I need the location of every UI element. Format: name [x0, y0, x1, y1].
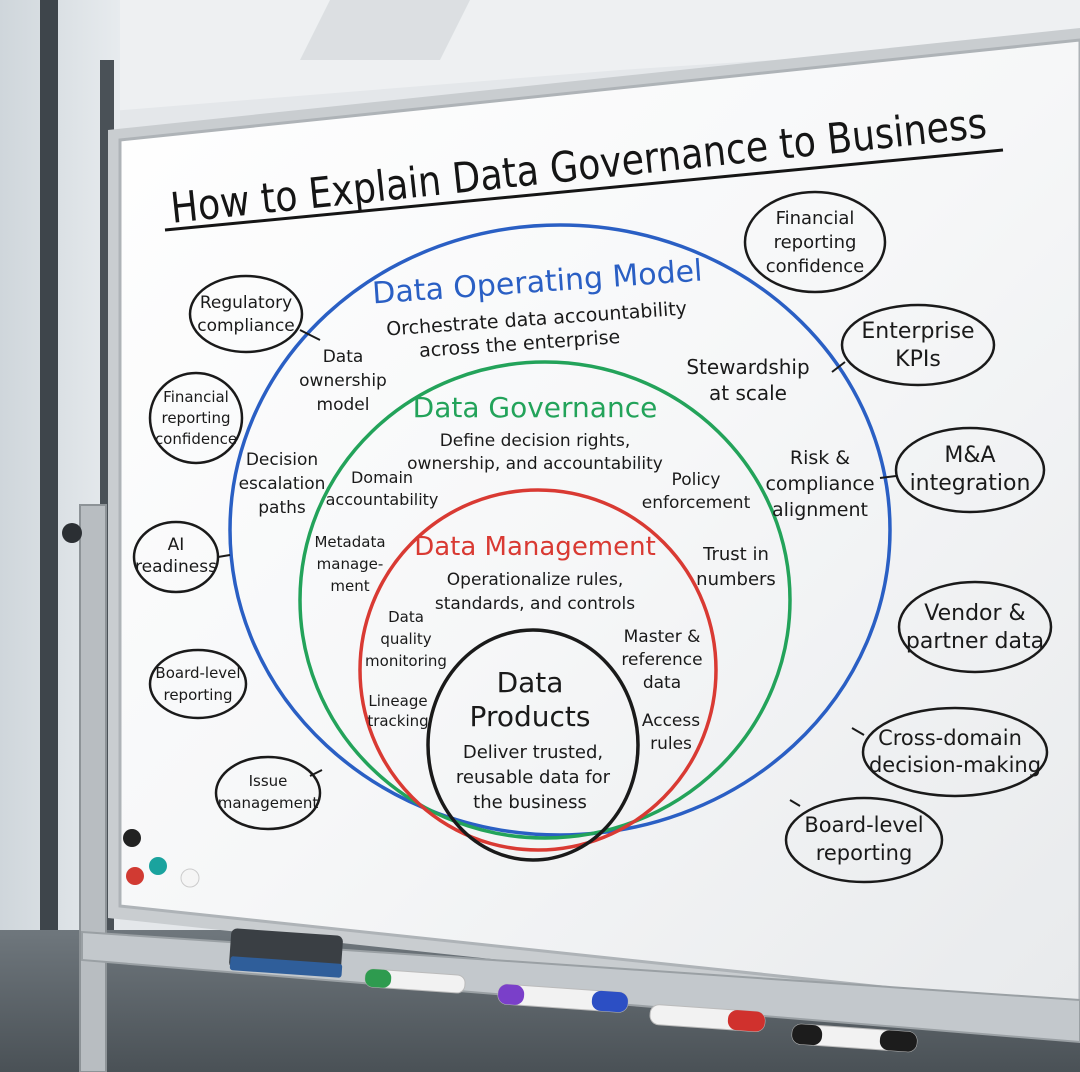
right-bubble-4-line-2: partner data — [906, 629, 1044, 654]
stewardship-line-1: Stewardship — [686, 355, 809, 379]
trust-line-1: Trust in — [702, 544, 769, 565]
ring-operating-model — [228, 223, 892, 837]
products-title-2: Products — [470, 700, 591, 733]
escalation-line-3: paths — [258, 498, 306, 518]
left-bubble-regulatory: Regulatory compliance — [188, 274, 321, 354]
window-frame — [40, 0, 58, 1000]
right-bubble-board: Board-level reporting — [784, 796, 944, 884]
left-bubble-3-line-2: readiness — [135, 557, 217, 577]
products-subtitle-1: Deliver trusted, — [463, 742, 603, 763]
policy-line-1: Policy — [672, 470, 721, 490]
concentric-rings — [228, 223, 892, 862]
right-bubble-cross-domain: Cross-domain decision-making — [851, 706, 1049, 798]
domain-line-1: Domain — [351, 468, 413, 487]
right-bubble-2-line-2: KPIs — [895, 347, 941, 372]
access-line-2: rules — [650, 734, 692, 754]
right-bubble-1-line-1: Financial — [776, 208, 855, 229]
marker-green — [364, 968, 466, 994]
management-title: Data Management — [414, 532, 656, 562]
left-bubble-1-line-2: compliance — [197, 316, 295, 336]
right-bubble-mna: M&A integration — [879, 426, 1046, 514]
left-bubble-5-line-1: Issue — [249, 772, 288, 790]
ownership-line-2: ownership — [299, 371, 387, 391]
ceiling-vent — [300, 0, 470, 60]
ring-management — [358, 488, 718, 852]
right-bubbles: Financial reporting confidence Enterpris… — [743, 190, 1053, 884]
right-bubble-1-line-3: confidence — [766, 256, 865, 277]
left-bubble-1-line-1: Regulatory — [200, 293, 292, 313]
left-bubble-4-line-2: reporting — [163, 686, 232, 704]
right-bubble-3-line-1: M&A — [944, 443, 995, 468]
right-bubble-financial: Financial reporting confidence — [743, 190, 887, 294]
products-subtitle-3: the business — [473, 792, 587, 813]
magnets — [123, 829, 200, 888]
trust-line-2: numbers — [696, 569, 776, 590]
risk-line-1: Risk & — [790, 447, 850, 469]
management-text: Data Management Operationalize rules, st… — [365, 532, 703, 754]
right-bubble-5-line-1: Cross-domain — [878, 726, 1022, 750]
governance-subtitle-1: Define decision rights, — [440, 431, 631, 451]
policy-line-2: enforcement — [642, 493, 751, 513]
metadata-line-3: ment — [330, 577, 369, 595]
right-bubble-1-line-2: reporting — [774, 232, 857, 253]
left-bubble-2-line-3: confidence — [155, 430, 237, 448]
marker-red — [649, 1004, 766, 1032]
right-bubble-6-line-1: Board-level — [804, 813, 923, 837]
products-title-1: Data — [497, 666, 564, 699]
quality-line-1: Data — [388, 608, 424, 626]
tray-items — [229, 928, 918, 1053]
right-bubble-vendor: Vendor & partner data — [897, 580, 1053, 674]
ring-governance — [298, 360, 792, 840]
quality-line-3: monitoring — [365, 652, 447, 670]
right-bubble-2-line-1: Enterprise — [861, 319, 974, 344]
right-bubble-5-line-2: decision-making — [869, 753, 1041, 777]
left-bubble-2-line-1: Financial — [163, 388, 229, 406]
lineage-line-2: tracking — [367, 712, 428, 730]
governance-text: Data Governance Define decision rights, … — [314, 391, 775, 595]
left-bubble-financial: Financial reporting confidence — [148, 371, 244, 465]
whiteboard — [81, 28, 1080, 1044]
ownership-line-1: Data — [323, 347, 364, 367]
left-bubble-board: Board-level reporting — [148, 648, 248, 720]
lineage-line-1: Lineage — [368, 692, 427, 710]
management-subtitle-1: Operationalize rules, — [447, 570, 623, 590]
left-bubble-2-line-2: reporting — [161, 409, 230, 427]
left-bubble-4-line-1: Board-level — [155, 664, 240, 682]
access-line-1: Access — [642, 711, 700, 731]
risk-line-2: compliance — [765, 473, 874, 495]
products-subtitle-2: reusable data for — [456, 767, 611, 788]
marker-black — [791, 1023, 918, 1053]
risk-line-3: alignment — [772, 499, 868, 521]
left-bubble-3-line-1: AI — [168, 535, 185, 555]
ring-products — [426, 628, 640, 862]
left-bubble-ai: AI readiness — [132, 520, 231, 594]
governance-title: Data Governance — [413, 391, 658, 424]
management-subtitle-2: standards, and controls — [435, 594, 635, 614]
escalation-line-2: escalation — [239, 474, 326, 494]
domain-line-2: accountability — [326, 490, 439, 509]
metadata-line-1: Metadata — [314, 533, 385, 551]
left-bubble-issue: Issue management — [214, 755, 323, 831]
metadata-line-2: manage- — [317, 555, 384, 573]
stewardship-line-2: at scale — [709, 381, 787, 405]
products-text: Data Products Deliver trusted, reusable … — [456, 666, 611, 813]
quality-line-2: quality — [380, 630, 431, 648]
eraser — [229, 928, 343, 978]
master-line-1: Master & — [624, 627, 701, 647]
right-bubble-3-line-2: integration — [910, 471, 1031, 496]
right-bubble-6-line-2: reporting — [816, 841, 913, 865]
left-bubbles: Regulatory compliance Financial reportin… — [132, 274, 323, 831]
right-bubble-kpis: Enterprise KPIs — [831, 303, 996, 387]
escalation-line-1: Decision — [246, 450, 318, 470]
left-bubble-5-line-2: management — [218, 794, 319, 812]
marker-purple — [497, 983, 629, 1013]
title-underline — [164, 148, 1004, 232]
whiteboard-stand — [62, 504, 107, 1072]
ownership-line-3: model — [317, 395, 370, 415]
master-line-3: data — [643, 673, 681, 693]
governance-subtitle-2: ownership, and accountability — [407, 454, 663, 474]
master-line-2: reference — [621, 650, 702, 670]
right-bubble-4-line-1: Vendor & — [924, 601, 1025, 626]
